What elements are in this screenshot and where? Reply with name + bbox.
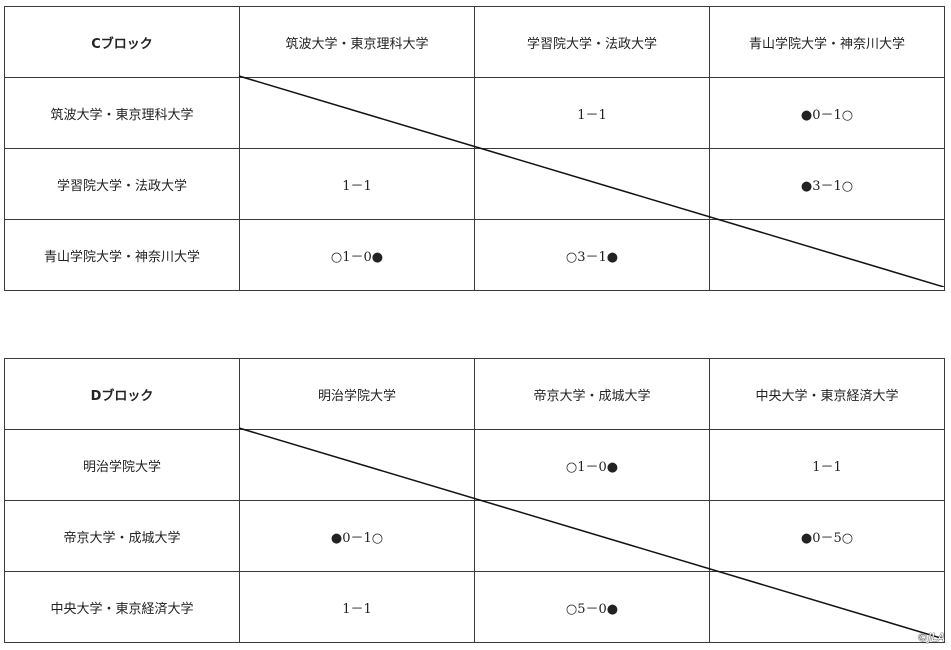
column-header: 明治学院大学 — [239, 358, 475, 430]
score-cell: ●0－5○ — [709, 500, 945, 572]
diagonal-cell — [474, 148, 710, 220]
score-cell: 1－1 — [709, 429, 945, 501]
row-header: 青山学院大学・神奈川大学 — [4, 219, 240, 291]
score-cell: ○5－0● — [474, 571, 710, 643]
score-cell: 1－1 — [239, 148, 475, 220]
block-c-table-wrapper: Cブロック 筑波大学・東京理科大学 学習院大学・法政大学 青山学院大学・神奈川大… — [4, 6, 945, 291]
score-cell: 1－1 — [239, 571, 475, 643]
column-header: 青山学院大学・神奈川大学 — [709, 6, 945, 78]
block-title: Dブロック — [4, 358, 240, 430]
table-row: 中央大学・東京経済大学 1－1 ○5－0● — [4, 571, 945, 643]
row-header: 筑波大学・東京理科大学 — [4, 77, 240, 149]
table-row: 筑波大学・東京理科大学 1－1 ●0－1○ — [4, 77, 945, 149]
diagonal-cell — [709, 571, 945, 643]
column-header: 中央大学・東京経済大学 — [709, 358, 945, 430]
score-cell: 1－1 — [474, 77, 710, 149]
diagonal-cell — [239, 429, 475, 501]
diagonal-cell — [239, 77, 475, 149]
table-row: 青山学院大学・神奈川大学 ○1－0● ○3－1● — [4, 219, 945, 291]
score-cell: ○3－1● — [474, 219, 710, 291]
score-cell: ●0－1○ — [709, 77, 945, 149]
row-header: 中央大学・東京経済大学 — [4, 571, 240, 643]
column-header: 学習院大学・法政大学 — [474, 6, 710, 78]
block-title: Cブロック — [4, 6, 240, 78]
row-header: 学習院大学・法政大学 — [4, 148, 240, 220]
table-row: 学習院大学・法政大学 1－1 ●3－1○ — [4, 148, 945, 220]
diagonal-cell — [474, 500, 710, 572]
copyright-mark: ©JLA — [917, 631, 945, 644]
table-row: 帝京大学・成城大学 ●0－1○ ●0－5○ — [4, 500, 945, 572]
block-c-table: Cブロック 筑波大学・東京理科大学 学習院大学・法政大学 青山学院大学・神奈川大… — [4, 6, 945, 291]
row-header: 帝京大学・成城大学 — [4, 500, 240, 572]
table-row: 明治学院大学 ○1－0● 1－1 — [4, 429, 945, 501]
row-header: 明治学院大学 — [4, 429, 240, 501]
score-cell: ○1－0● — [239, 219, 475, 291]
column-header: 筑波大学・東京理科大学 — [239, 6, 475, 78]
block-d-table: Dブロック 明治学院大学 帝京大学・成城大学 中央大学・東京経済大学 明治学院大… — [4, 358, 945, 643]
score-cell: ○1－0● — [474, 429, 710, 501]
column-header: 帝京大学・成城大学 — [474, 358, 710, 430]
score-cell: ●3－1○ — [709, 148, 945, 220]
header-row: Cブロック 筑波大学・東京理科大学 学習院大学・法政大学 青山学院大学・神奈川大… — [4, 6, 945, 78]
header-row: Dブロック 明治学院大学 帝京大学・成城大学 中央大学・東京経済大学 — [4, 358, 945, 430]
diagonal-cell — [709, 219, 945, 291]
block-d-table-wrapper: Dブロック 明治学院大学 帝京大学・成城大学 中央大学・東京経済大学 明治学院大… — [4, 358, 945, 643]
score-cell: ●0－1○ — [239, 500, 475, 572]
